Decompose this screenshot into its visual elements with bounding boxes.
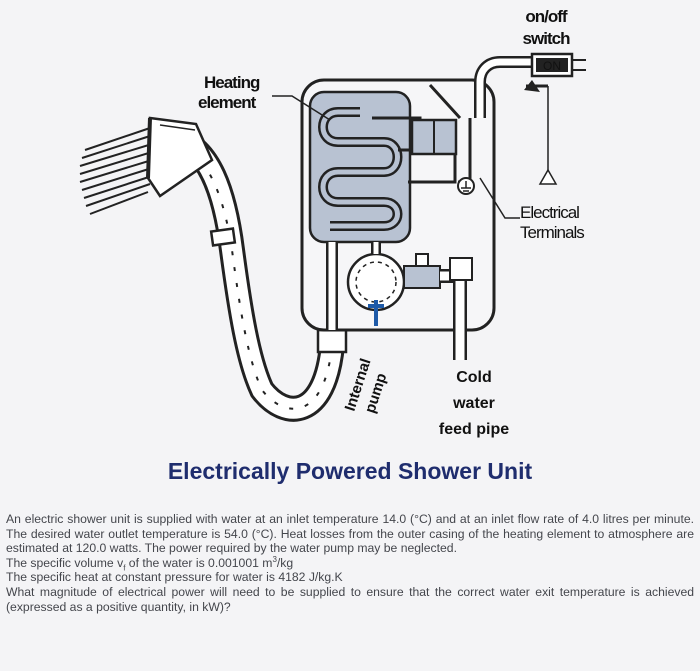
on-off-switch: ON	[524, 52, 586, 92]
water-spray	[79, 127, 153, 215]
problem-paragraph-4: What magnitude of electrical power will …	[6, 584, 694, 614]
inlet-valve	[403, 253, 441, 289]
diagram-title: Electrically Powered Shower Unit	[167, 458, 533, 484]
outlet-fitting	[316, 328, 348, 354]
terminals-label-line1: Electrical	[520, 203, 579, 222]
shower-head	[146, 116, 214, 198]
terminals-label-line2: Terminals	[520, 223, 584, 242]
feed-label-line1: Cold	[456, 369, 492, 386]
problem-statement: An electric shower unit is supplied with…	[6, 512, 694, 614]
feed-label-line3: feed pipe	[439, 421, 509, 438]
feed-label-line2: water	[452, 395, 495, 412]
problem-paragraph-3: The specific heat at constant pressure f…	[6, 570, 343, 585]
heating-label-line2: element	[198, 93, 257, 112]
shower-unit-diagram: ON on/off switch Heating element Electri…	[79, 7, 586, 438]
specific-volume-text-a: The specific volume v	[6, 555, 124, 570]
problem-paragraph-1: An electric shower unit is supplied with…	[6, 512, 694, 556]
earth-terminal-icon	[457, 177, 475, 195]
pull-cord-handle	[538, 168, 558, 185]
heating-label-line1: Heating	[204, 73, 260, 92]
terminals-pointer	[479, 177, 520, 219]
heating-element-pointer	[272, 95, 331, 121]
specific-volume-text-b: of the water is 0.001001 m	[125, 555, 273, 570]
hose-coupling	[209, 227, 237, 247]
specific-volume-superscript: 3	[272, 554, 277, 564]
specific-volume-text-c: /kg	[276, 555, 294, 570]
switch-label-line2: switch	[523, 29, 571, 48]
switch-label-line1: on/off	[525, 7, 568, 26]
specific-volume-subscript: f	[123, 563, 126, 573]
switch-state-label: ON	[543, 59, 561, 73]
problem-paragraph-2: The specific volume vf of the water is 0…	[6, 554, 694, 573]
